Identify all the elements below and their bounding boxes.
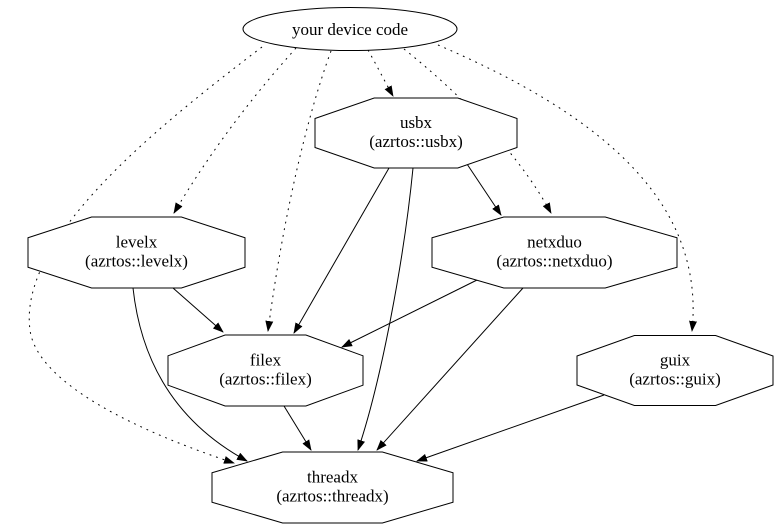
node-filex: filex (azrtos::filex)	[167, 334, 364, 407]
levelx-package: (azrtos::levelx)	[85, 252, 188, 271]
node-usbx: usbx (azrtos::usbx)	[314, 97, 518, 169]
edge-group-dotted	[28, 44, 698, 464]
levelx-octagon	[27, 216, 246, 289]
edge-usbx-threadx	[357, 167, 414, 451]
levelx-name: levelx	[116, 233, 158, 252]
filex-octagon	[167, 334, 364, 407]
guix-name: guix	[660, 351, 691, 370]
usbx-package: (azrtos::usbx)	[369, 132, 462, 151]
edge-usbx-filex	[293, 167, 390, 334]
device-label: your device code	[292, 20, 408, 39]
usbx-octagon	[314, 97, 518, 169]
threadx-name: threadx	[307, 468, 358, 487]
edge-group-solid	[132, 163, 605, 462]
edge-netxduo-threadx	[376, 287, 524, 451]
edge-netxduo-filex	[341, 279, 478, 348]
netxduo-octagon	[431, 216, 678, 289]
edge-usbx-netxduo	[466, 163, 502, 216]
netxduo-package: (azrtos::netxduo)	[496, 252, 612, 271]
guix-octagon	[576, 335, 774, 406]
node-levelx: levelx (azrtos::levelx)	[27, 216, 246, 289]
filex-name: filex	[250, 351, 282, 370]
edge-guix-threadx	[416, 394, 605, 462]
node-netxduo: netxduo (azrtos::netxduo)	[431, 216, 678, 289]
edge-levelx-threadx	[132, 287, 248, 462]
threadx-package: (azrtos::threadx)	[276, 487, 388, 506]
filex-package: (azrtos::filex)	[219, 370, 312, 389]
usbx-name: usbx	[400, 113, 433, 132]
edge-device-usbx	[367, 49, 394, 97]
guix-package: (azrtos::guix)	[629, 370, 721, 389]
device-ellipse	[242, 7, 458, 51]
node-threadx: threadx (azrtos::threadx)	[211, 451, 454, 524]
edge-filex-threadx	[283, 405, 312, 451]
netxduo-name: netxduo	[527, 233, 582, 252]
edge-device-threadx	[28, 46, 263, 464]
edge-levelx-filex	[172, 287, 224, 333]
threadx-octagon	[211, 451, 454, 524]
node-device: your device code	[242, 7, 458, 51]
node-guix: guix (azrtos::guix)	[576, 335, 774, 406]
